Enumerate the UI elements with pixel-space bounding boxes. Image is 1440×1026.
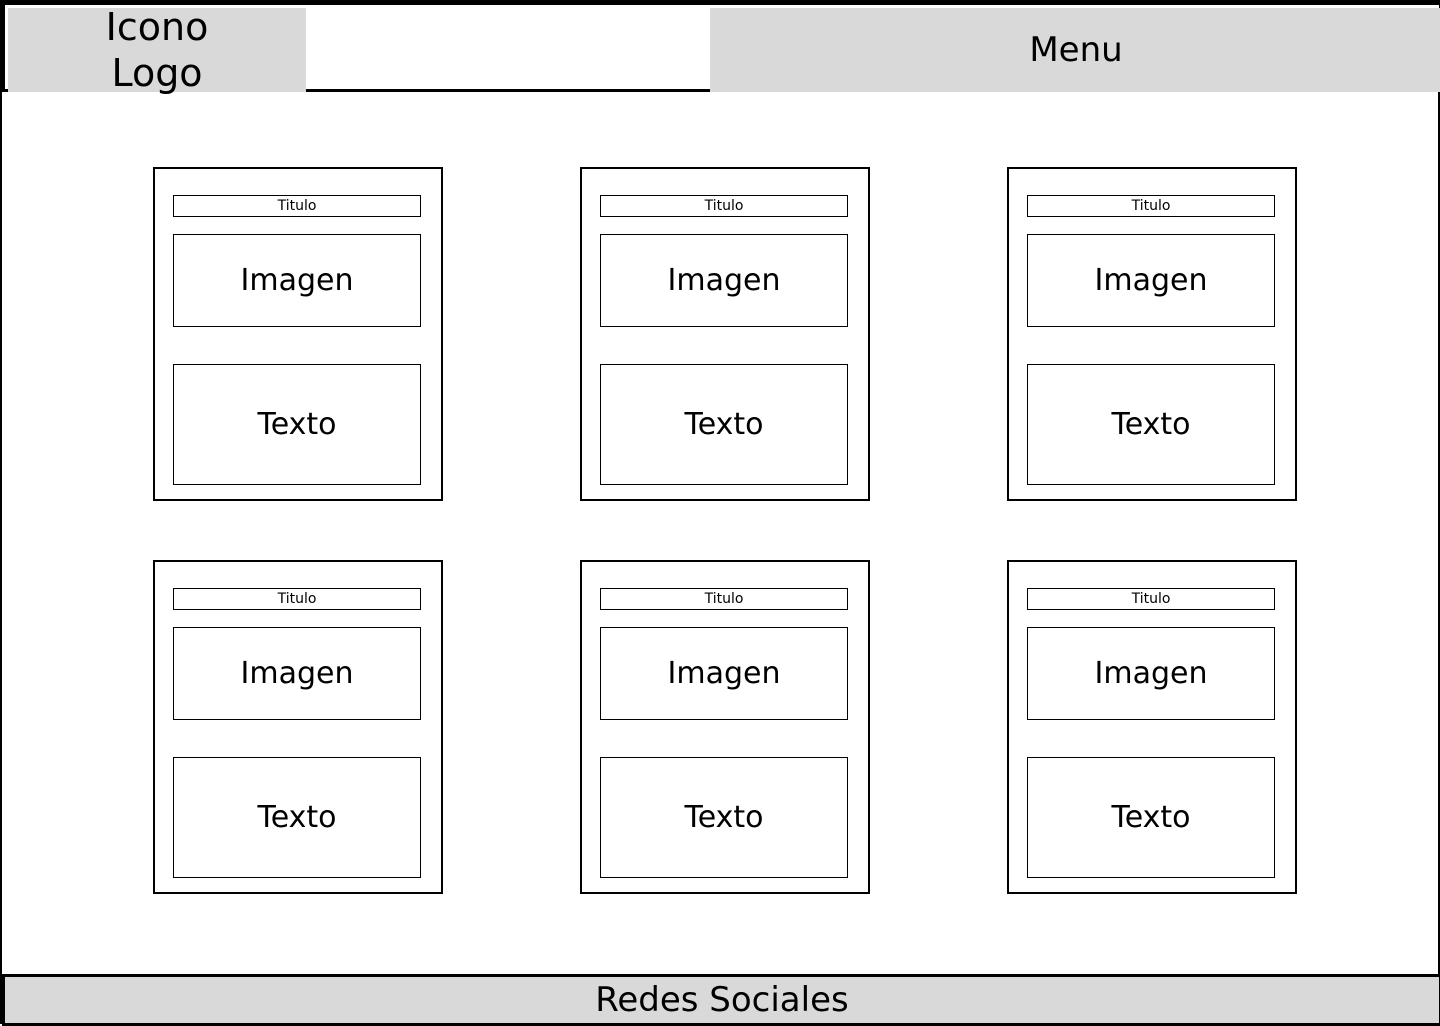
footer-label: Redes Sociales (595, 980, 849, 1020)
card-text: Texto (1027, 757, 1275, 878)
card-image: Imagen (1027, 234, 1275, 327)
card-3[interactable]: Titulo Imagen Texto (1007, 167, 1297, 501)
card-image: Imagen (600, 627, 848, 720)
card-title: Titulo (1027, 588, 1275, 610)
card-title: Titulo (600, 588, 848, 610)
logo-line-logo: Logo (111, 51, 203, 95)
card-title: Titulo (173, 195, 421, 217)
menu-label: Menu (1029, 30, 1123, 70)
card-image: Imagen (1027, 627, 1275, 720)
logo[interactable]: Icono Logo (8, 5, 306, 95)
card-2[interactable]: Titulo Imagen Texto (580, 167, 870, 501)
card-4[interactable]: Titulo Imagen Texto (153, 560, 443, 894)
card-5[interactable]: Titulo Imagen Texto (580, 560, 870, 894)
card-6[interactable]: Titulo Imagen Texto (1007, 560, 1297, 894)
card-image: Imagen (173, 234, 421, 327)
card-title: Titulo (173, 588, 421, 610)
logo-line-icono: Icono (105, 5, 209, 49)
card-text: Texto (173, 364, 421, 485)
card-image: Imagen (173, 627, 421, 720)
card-text: Texto (600, 364, 848, 485)
menu-button[interactable]: Menu (710, 8, 1440, 92)
card-text: Texto (173, 757, 421, 878)
header: Icono Logo Menu (2, 2, 1440, 95)
card-text: Texto (1027, 364, 1275, 485)
card-image: Imagen (600, 234, 848, 327)
footer-social-links[interactable]: Redes Sociales (2, 974, 1440, 1026)
card-1[interactable]: Titulo Imagen Texto (153, 167, 443, 501)
card-title: Titulo (1027, 195, 1275, 217)
card-text: Texto (600, 757, 848, 878)
card-title: Titulo (600, 195, 848, 217)
